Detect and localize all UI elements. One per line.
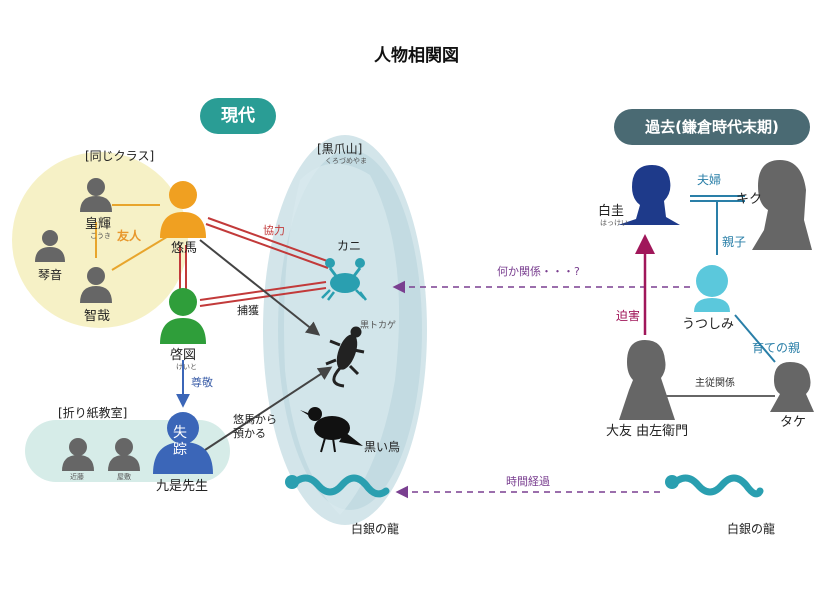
- hakkei-ruby: はっけい: [600, 219, 628, 227]
- master-servant-label: 主従関係: [695, 378, 735, 389]
- origami-label: [折り紙教室]: [58, 406, 128, 420]
- kondo-person-icon: [62, 438, 94, 471]
- parent-child-label: 親子: [722, 235, 747, 249]
- crow-label: 黒い鳥: [364, 440, 401, 454]
- couple-line: [690, 195, 745, 255]
- keito-name: 啓図: [170, 348, 197, 363]
- utsushimi-person-icon: [694, 265, 730, 312]
- hakkei-name: 白圭: [598, 204, 625, 219]
- koto-person-icon: [35, 230, 65, 262]
- utsushimi-name: うつしみ: [682, 317, 735, 332]
- koto-name: 琴音: [38, 268, 63, 282]
- respect-label: 尊敬: [191, 376, 213, 389]
- missing-badge: 失 踪: [173, 425, 187, 458]
- yuma-keito-red-line: [179, 245, 187, 290]
- foster-line: [734, 314, 776, 363]
- kunize-person-icon: [153, 412, 213, 474]
- tomoya-person-icon: [80, 267, 112, 303]
- koki-ruby: こうき: [90, 232, 111, 240]
- kunize-name: 九是先生: [156, 479, 209, 494]
- yashiki-name: 屋敷: [117, 473, 131, 481]
- kunize-lizard-arrow: [204, 366, 333, 451]
- kondo-name: 近藤: [70, 473, 84, 481]
- otomo-name: 大友 由左衛門: [606, 424, 689, 439]
- time-passing-label: 時間経過: [506, 475, 550, 488]
- dragon-past-label: 白銀の龍: [727, 522, 776, 536]
- take-silhouette-icon: [770, 362, 814, 412]
- tomoya-name: 智哉: [84, 309, 111, 324]
- same-class-area: [12, 152, 188, 328]
- lizard-icon: [325, 326, 365, 388]
- kiku-silhouette-icon: [752, 160, 812, 250]
- dragon-present-label: 白銀の龍: [351, 522, 400, 536]
- kurotsume-ruby: くろづめやま: [325, 157, 367, 165]
- yashiki-person-icon: [108, 438, 140, 471]
- capture-label: 捕獲: [237, 304, 259, 317]
- dragon-present-icon: [285, 474, 390, 498]
- koki-name: 皇輝: [85, 217, 112, 232]
- crab-icon: [321, 258, 367, 301]
- present-section-pill: 現代: [200, 98, 276, 134]
- keito-person-icon: [160, 288, 206, 344]
- page-title: 人物相関図: [374, 46, 459, 66]
- foster-label: 育ての親: [752, 341, 801, 355]
- friend-lines: [111, 204, 171, 271]
- cooperate-red-lines: [199, 217, 331, 307]
- koki-person-icon: [80, 178, 112, 212]
- capture-arrow: [199, 239, 321, 336]
- something-label: 何か関係・・・?: [497, 265, 580, 278]
- dragon-past-icon: [665, 474, 764, 498]
- kiku-name: キク: [736, 192, 763, 207]
- yuma-to-label: 悠馬から 預かる: [233, 413, 277, 440]
- lizard-label: 黒トカゲ: [360, 321, 397, 331]
- otomo-silhouette-icon: [619, 340, 675, 420]
- persecute-label: 迫害: [616, 309, 641, 323]
- kurotsume-mountain-area: [263, 135, 427, 525]
- yuma-person-icon: [160, 181, 206, 238]
- kurotsume-label: [黒爪山]: [317, 142, 363, 156]
- crow-icon: [300, 407, 363, 453]
- yuma-name: 悠馬: [171, 241, 198, 256]
- keito-ruby: けいと: [176, 363, 197, 371]
- couple-label: 夫婦: [697, 173, 722, 187]
- friends-label: 友人: [117, 229, 142, 243]
- hakkei-silhouette-icon: [618, 165, 680, 225]
- past-section-pill: 過去(鎌倉時代末期): [614, 109, 810, 145]
- take-name: タケ: [780, 415, 807, 430]
- cooperate-label: 協力: [263, 224, 285, 237]
- same-class-label: [同じクラス]: [85, 149, 155, 163]
- crab-label: カニ: [337, 239, 362, 253]
